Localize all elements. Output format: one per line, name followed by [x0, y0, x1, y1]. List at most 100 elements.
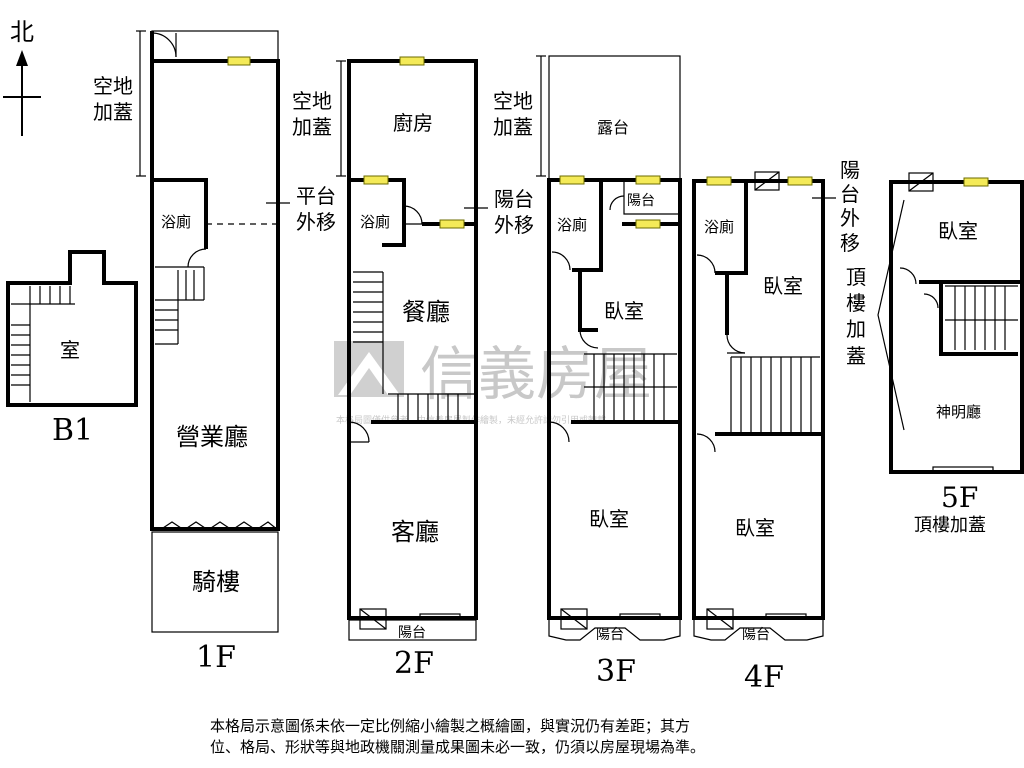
4f-side-char: 陽 — [840, 158, 860, 182]
1f-ext-label-b: 加蓋 — [93, 100, 133, 124]
3f-balcony-label: 陽台 — [596, 627, 624, 643]
1f-rear-door — [151, 32, 177, 58]
2f-balcony-move-label-a: 陽台 — [494, 187, 534, 211]
floor-2f: 空地 加蓋 廚房 浴廁 陽台 外移 — [292, 56, 534, 681]
1f-bath-door — [187, 248, 207, 268]
5f-stairs — [945, 285, 1018, 350]
4f-bath-label: 浴廁 — [704, 218, 734, 236]
3f-mid-room-wall — [578, 270, 598, 332]
5f-stair-walls — [939, 282, 1018, 356]
4f-sliding-door — [765, 613, 807, 619]
5f-door — [899, 267, 917, 285]
north-label: 北 — [10, 18, 34, 46]
1f-outline — [150, 31, 280, 531]
1f-front-doors — [159, 521, 279, 531]
north-arrow-icon — [3, 50, 41, 136]
b1-room-label: 室 — [60, 338, 80, 362]
floor-b1: 室 B1 — [6, 250, 138, 448]
watermark-logo-icon — [334, 341, 404, 397]
disclaimer-line-2: 位、格局、形狀等與地政機關測量成果圖未必一致，仍須以房屋現場為準。 — [210, 738, 705, 756]
5f-window — [963, 177, 989, 187]
3f-sliding-door — [619, 613, 661, 619]
5f-sliding-door — [932, 466, 994, 472]
2f-kitchen-label: 廚房 — [393, 111, 433, 135]
floor-4f: 浴廁 臥室 臥室 陽台 4F 陽 台 — [692, 158, 866, 695]
4f-window-left — [706, 176, 732, 186]
3f-small-balcony-door — [609, 195, 625, 211]
4f-side-char: 台 — [840, 182, 860, 206]
4f-bath-door — [696, 254, 716, 274]
4f-outline — [692, 179, 825, 620]
watermark: 信義房屋 本格局圖僅供參考，由信義房屋製作繪製，未經允許請勿引用或轉載。 — [334, 340, 652, 426]
4f-rear-window-icon — [754, 171, 780, 191]
2f-balcony-move-label-b: 外移 — [494, 213, 534, 237]
3f-balcony — [548, 620, 681, 641]
4f-bedroom-front-label: 臥室 — [735, 516, 775, 540]
4f-side-char: 蓋 — [846, 344, 866, 368]
4f-balcony-label: 陽台 — [742, 627, 770, 643]
5f-subtitle: 頂樓加蓋 — [914, 515, 986, 536]
3f-outline — [547, 178, 682, 620]
1f-platform-label-a: 平台 — [296, 184, 336, 208]
disclaimer-line-1: 本格局示意圖係未依一定比例縮小繪製之概繪圖，與實況仍有差距；其方 — [210, 717, 690, 735]
3f-bedroom-front-label: 臥室 — [589, 507, 629, 531]
1f-floor-label: 1F — [196, 640, 236, 675]
3f-small-balcony-walls — [623, 180, 680, 215]
3f-bath-window — [559, 175, 585, 185]
b1-floor-label: B1 — [52, 413, 93, 448]
floor-5f: 臥室 神明廳 5F 頂樓加蓋 — [877, 172, 1024, 536]
3f-front-window-icon — [560, 608, 588, 630]
3f-mid-room-door — [579, 329, 599, 349]
1f-hall-label: 營業廳 — [176, 423, 248, 451]
5f-shrine-label: 神明廳 — [936, 403, 981, 421]
4f-side-char: 頂 — [846, 265, 866, 289]
4f-stairs — [730, 356, 820, 432]
b1-outline — [6, 250, 138, 407]
2f-ext-label-a: 空地 — [292, 89, 332, 113]
2f-window-top — [399, 56, 425, 66]
2f-living-door — [348, 421, 370, 443]
4f-bedroom-mid-label: 臥室 — [763, 274, 803, 298]
b1-stairs — [11, 286, 75, 402]
2f-balcony — [348, 619, 477, 641]
3f-bath-door — [551, 251, 571, 271]
5f-bedroom-label: 臥室 — [938, 219, 978, 243]
3f-inner-window — [635, 219, 661, 229]
4f-floor-label: 4F — [744, 660, 784, 695]
3f-floor-label: 3F — [596, 654, 636, 689]
4f-side-char: 樓 — [846, 291, 866, 315]
3f-window-top — [635, 175, 661, 185]
1f-bath-walls — [152, 178, 208, 249]
floor-3f: 空地 加蓋 露台 浴廁 陽台 臥室 臥室 — [493, 55, 682, 689]
2f-living-label: 客廳 — [391, 518, 439, 546]
3f-stairs — [584, 353, 677, 420]
5f-stair-door — [923, 293, 939, 309]
1f-ext-area — [151, 30, 279, 62]
5f-floor-label: 5F — [941, 481, 978, 514]
3f-front-door — [548, 421, 570, 443]
3f-small-balcony-label: 陽台 — [627, 193, 655, 209]
1f-stairs — [155, 266, 205, 345]
4f-mid-room-door — [726, 334, 746, 354]
3f-bedroom-mid-label: 臥室 — [604, 299, 644, 323]
3f-bath-label: 浴廁 — [557, 216, 587, 234]
2f-bath-window — [363, 175, 389, 185]
2f-balcony-label: 陽台 — [398, 625, 426, 641]
3f-ext-label-a: 空地 — [493, 89, 533, 113]
2f-bath-door — [403, 205, 423, 225]
2f-stairs — [353, 271, 475, 420]
4f-window-right — [787, 176, 813, 186]
1f-platform-label-b: 外移 — [296, 210, 336, 234]
1f-ext-label-a: 空地 — [93, 74, 133, 98]
5f-outline — [889, 180, 1024, 474]
watermark-brand: 信義房屋 — [420, 340, 652, 408]
4f-side-char: 移 — [840, 231, 860, 255]
1f-bath-label: 浴廁 — [161, 213, 191, 231]
2f-inner-window — [439, 219, 465, 229]
floor-1f: 空地 加蓋 浴廁 平台 外移 營業廳 騎樓 1F — [93, 30, 336, 675]
2f-sliding-door — [419, 613, 461, 619]
4f-side-char: 外 — [840, 206, 860, 230]
4f-balcony — [693, 620, 824, 641]
